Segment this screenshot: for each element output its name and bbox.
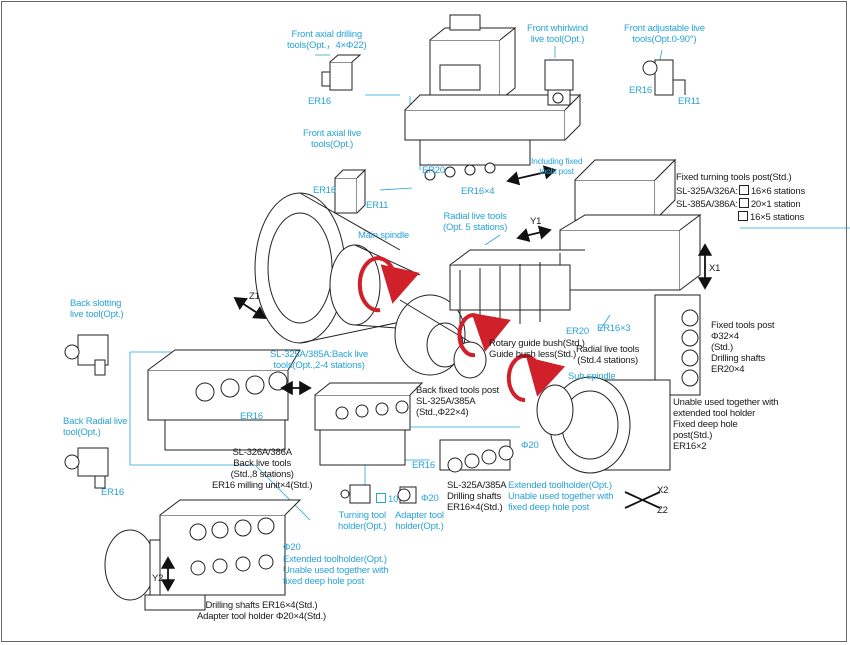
label-er16-back: ER16	[240, 411, 263, 422]
label-er16-mid: ER16	[412, 460, 435, 471]
label-sub-spindle: Sub spindle	[568, 371, 616, 382]
rotation-arrows	[357, 256, 566, 403]
main-spindle-drawing	[254, 192, 487, 379]
label-fixed-turning-row3: 16×5 stations	[737, 211, 804, 223]
turning-holder-drawing	[340, 484, 371, 504]
drilling-shafts-mid-drawing	[439, 439, 514, 473]
label-main-spindle: Main spindle	[358, 230, 409, 241]
label-er20-top: ER20	[422, 165, 445, 176]
adapter-holder-drawing	[397, 486, 417, 504]
label-er16-b: ER16	[629, 85, 652, 96]
label-radial-live-std: Radial live tools(Std.4 stations)	[576, 344, 640, 366]
label-er11-c: ER11	[366, 200, 389, 211]
front-axial-live-tool	[334, 168, 367, 214]
label-extended-opt-mid: Extended toolholder(Opt.)Unable used tog…	[508, 480, 614, 513]
label-fixed-turning-row2: SL-385A/386A:20×1 station	[676, 198, 801, 210]
label-er11-b: ER11	[678, 96, 701, 107]
label-z2: Z2	[657, 505, 668, 516]
label-er16-a: ER16	[308, 96, 331, 107]
front-whirlwind-tool	[544, 59, 574, 106]
front-axial-drill-tool	[321, 54, 362, 91]
label-rotary-guide: Rotary guide bush(Std.)Guide bush less(S…	[489, 338, 585, 360]
label-z1: Z1	[249, 291, 260, 302]
front-adjustable-tool	[642, 59, 686, 96]
label-extended-opt-bottom: Extended toolholder(Opt.)Unable used tog…	[283, 554, 389, 587]
back-slotting-tool-drawing	[64, 334, 109, 376]
axis-arrows	[160, 165, 713, 592]
label-fixed-turning-row1: SL-325A/326A:16×6 stations	[676, 185, 806, 197]
label-phi20-small: Φ20	[421, 493, 439, 504]
label-num10: 10	[375, 493, 398, 505]
back-live-tools-drawing	[147, 349, 301, 451]
label-radial-live-opt: Radial live tools(Opt. 5 stations)	[443, 211, 508, 233]
sub-spindle-drawing	[536, 376, 671, 474]
fixed-turning-post-drawing	[449, 158, 702, 396]
label-x1: X1	[709, 263, 721, 274]
label-er16x4-top: ER16×4	[461, 186, 495, 197]
label-y2: Y2	[152, 573, 164, 584]
back-radial-tool-drawing	[64, 447, 109, 489]
label-y1: Y1	[530, 216, 542, 227]
label-phi20-mid: Φ20	[521, 440, 539, 451]
label-x2: X2	[657, 485, 669, 496]
label-er16-left: ER16	[101, 487, 124, 498]
label-er16-c: ER16	[313, 185, 336, 196]
label-bottom-caption: Drilling shafts ER16×4(Std.)Adapter tool…	[197, 600, 326, 622]
label-er16x3: ER16×3	[597, 323, 631, 334]
label-er20-mid: ER20	[566, 326, 589, 337]
front-top-assembly-drawing	[404, 14, 582, 181]
label-fixed-turning: Fixed turning tools post(Std.)	[676, 172, 792, 183]
bottom-unit-drawing	[104, 499, 302, 611]
label-phi20-bottom: Φ20	[283, 542, 301, 553]
back-fixed-post-drawing	[314, 382, 424, 466]
